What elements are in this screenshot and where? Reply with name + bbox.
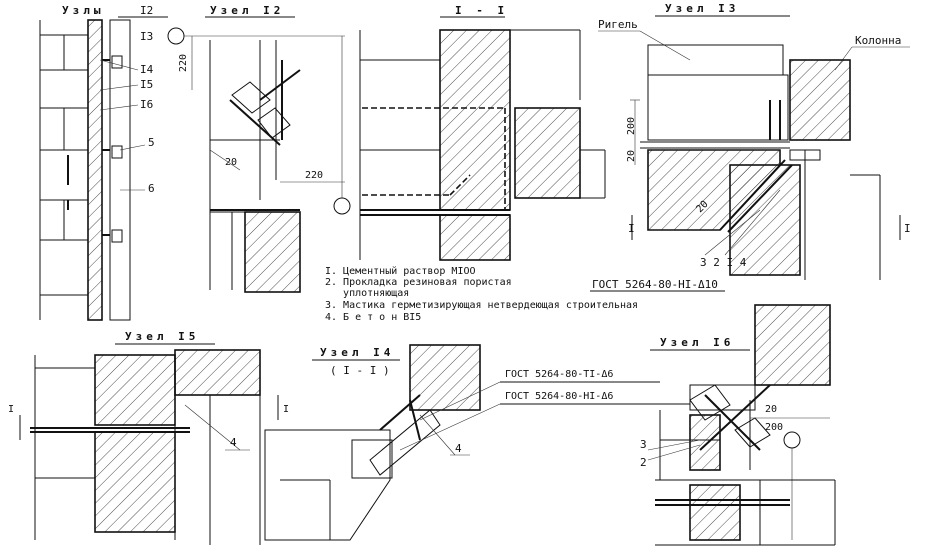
node-15-section-right: I xyxy=(283,404,289,415)
node-16-item-3: 3 xyxy=(640,438,647,451)
weld-spec-14-t: ГОСТ 5264-80-TI-Δ6 xyxy=(505,369,613,380)
node-13-title: Узел I3 xyxy=(665,2,739,15)
node-15: Узел I5 I I 4 xyxy=(8,330,289,545)
section-title: I - I xyxy=(455,4,508,17)
callout-16: I6 xyxy=(140,98,153,111)
node-16-item-2: 2 xyxy=(640,456,647,469)
callout-6: 6 xyxy=(148,182,155,195)
legend: I. Цементный раствор MIOO 2. Прокладка р… xyxy=(325,265,638,323)
node-14-item-4: 4 xyxy=(455,442,462,455)
node-15-item-4: 4 xyxy=(230,436,237,449)
beam-label: Ригель xyxy=(598,18,638,31)
legend-item-4: 4. Б е т о н BI5 xyxy=(325,312,421,323)
elevation-view: Узлы I2 I3 I4 I5 I6 5 6 xyxy=(39,4,168,321)
weld-spec-13: ГОСТ 5264-80-НI-Δ10 xyxy=(592,278,718,291)
legend-item-1: I. Цементный раствор MIOO xyxy=(325,265,476,277)
elevation-title: Узлы xyxy=(62,4,105,17)
section-1-1: I - I xyxy=(359,4,606,261)
legend-item-3: 3. Мастика герметизирующая нетвердеющая … xyxy=(325,300,638,311)
callout-5: 5 xyxy=(148,136,155,149)
node-12: Узел I2 220 20 220 xyxy=(167,4,351,293)
node-13: Узел I3 Ригель Колонна 200 20 20 I I 3 2… xyxy=(590,2,911,292)
dim-200: 200 xyxy=(626,117,637,135)
node-15-title: Узел I5 xyxy=(125,330,199,343)
callout-13: I3 xyxy=(140,30,153,43)
node-14-subtitle: ( I - I ) xyxy=(330,364,390,377)
node-16-title: Узел I6 xyxy=(660,336,734,349)
section-mark-left: I xyxy=(628,222,635,235)
dim-220-horizontal: 220 xyxy=(305,170,323,181)
node-16-dim-20: 20 xyxy=(765,404,777,415)
legend-item-2: 2. Прокладка резиновая пористая xyxy=(325,277,512,288)
dim-20: 20 xyxy=(225,157,237,168)
node-14-title: Узел I4 xyxy=(320,346,394,359)
node-16: Узел I6 20 200 3 2 xyxy=(640,304,836,546)
weld-spec-14-h: ГОСТ 5264-80-НI-Δ6 xyxy=(505,391,613,402)
dim-20-vertical: 20 xyxy=(626,150,637,162)
node-13-item-numbers: 3 2 I 4 xyxy=(700,256,747,269)
node-15-section-left: I xyxy=(8,404,14,415)
node-16-dim-200: 200 xyxy=(765,422,783,433)
column-label: Колонна xyxy=(855,34,901,47)
callout-12: I2 xyxy=(140,4,153,17)
callout-15: I5 xyxy=(140,78,153,91)
section-mark-right: I xyxy=(904,222,911,235)
legend-item-2-cont: уплотняющая xyxy=(325,288,409,299)
node-12-title: Узел I2 xyxy=(210,4,284,17)
callout-14: I4 xyxy=(140,63,154,76)
node-14: Узел I4 ( I - I ) ГОСТ 5264-80-TI-Δ6 ГОС… xyxy=(264,344,690,541)
dim-220-vertical: 220 xyxy=(178,54,189,72)
